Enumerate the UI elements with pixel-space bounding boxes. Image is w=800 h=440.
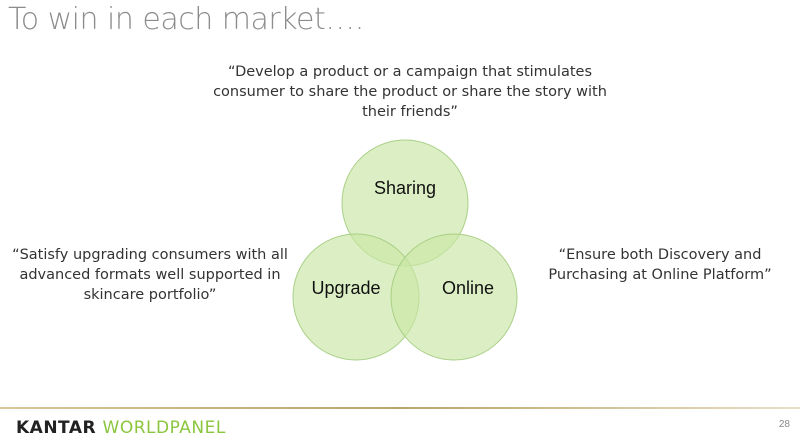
online-quote: “Ensure both Discovery and Purchasing at… [548, 247, 772, 283]
page-number: 28 [778, 419, 790, 430]
upgrade-quote: “Satisfy upgrading consumers with all ad… [12, 247, 288, 303]
sharing-quote: “Develop a product or a campaign that st… [213, 64, 607, 120]
footer-divider [0, 407, 800, 409]
venn-label-upgrade: Upgrade [311, 278, 380, 298]
slide-title: To win in each market…. [8, 2, 364, 37]
logo-kantar: KANTAR [16, 418, 97, 438]
venn-label-sharing: Sharing [374, 178, 436, 198]
kantar-worldpanel-logo: KANTAR WORLDPANEL [16, 418, 226, 438]
logo-worldpanel: WORLDPANEL [102, 418, 226, 438]
venn-circle-online [390, 233, 518, 361]
venn-label-online: Online [442, 278, 494, 298]
